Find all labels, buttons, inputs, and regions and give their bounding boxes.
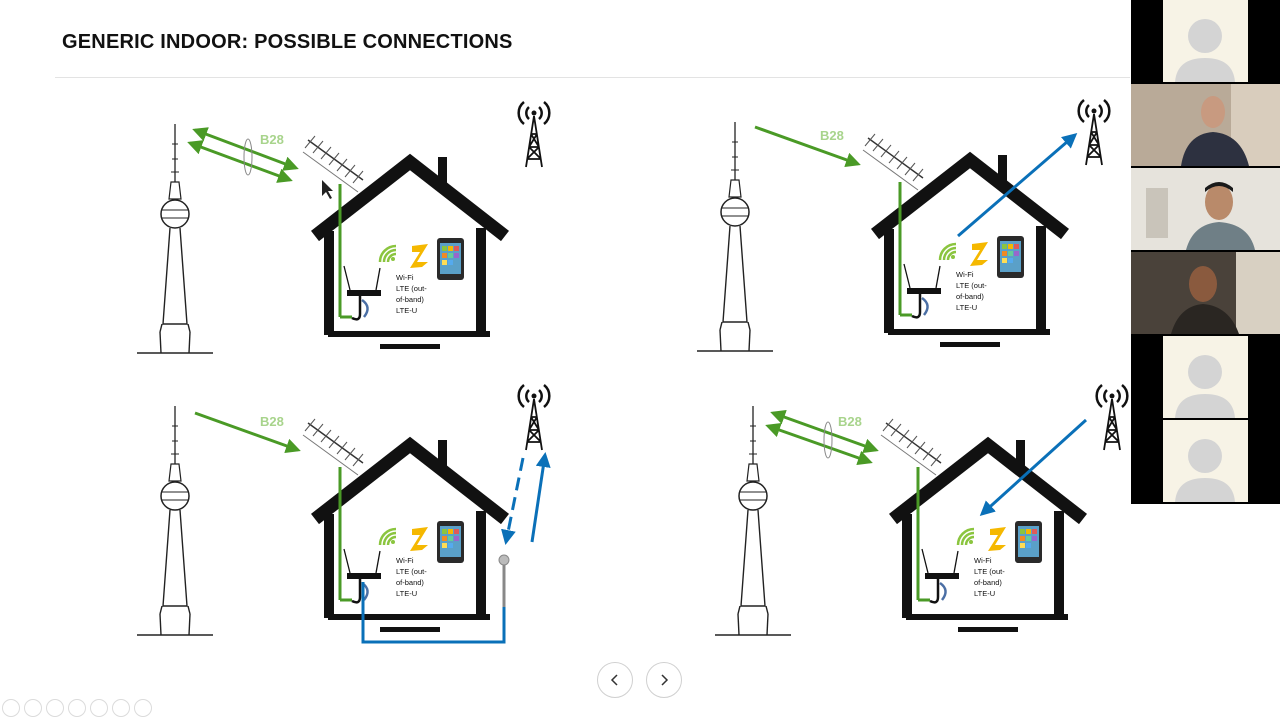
cell-tower-icon [517,100,551,169]
slide-title: GENERIC INDOOR: POSSIBLE CONNECTIONS [62,31,513,53]
band-label: B28 [260,414,284,429]
band-label: B28 [838,414,862,429]
camera-feed-image [1131,252,1280,334]
play-tool-icon[interactable] [24,699,42,717]
house-icon [303,136,505,349]
zoom-tool-icon[interactable] [90,699,108,717]
pen-tool-icon[interactable] [46,699,64,717]
chevron-right-icon [661,674,669,686]
title-divider [55,77,1130,78]
slides-tool-icon[interactable] [68,699,86,717]
camera-feed-image [1131,168,1280,250]
participant-tile[interactable] [1163,336,1248,418]
mouse-cursor-icon [322,180,333,199]
avatar-icon [1175,355,1235,418]
avatar-icon [1175,19,1235,82]
house-icon [303,419,505,632]
participant-tile[interactable] [1163,420,1248,502]
house-icon [863,134,1065,347]
prev-slide-button[interactable] [597,662,633,698]
cell-tower-icon [1077,98,1111,167]
cell-tower-icon [1095,383,1129,452]
tv-tower-icon [136,405,214,636]
scenario-1: B28 Wi-Fi LTE (out- of-band) LTE-U [136,100,551,354]
more-tool-icon[interactable] [134,699,152,717]
avatar-icon [1175,439,1235,502]
tv-tower-icon [714,405,792,636]
participant-video[interactable] [1131,252,1280,334]
camera-feed-image [1131,84,1280,166]
scenario-4: B28 Wi-Fi LTE (out- of-band) LTE-U [714,383,1129,636]
device-labels: Wi-Fi LTE (out- of-band) LTE-U [956,270,989,312]
device-labels: Wi-Fi LTE (out- of-band) LTE-U [974,556,1007,598]
tv-tower-icon [696,121,774,352]
participant-video[interactable] [1131,168,1280,250]
participants-panel [1131,0,1280,504]
band-label: B28 [820,128,844,143]
presenter-toolbar [2,699,152,717]
participant-tile[interactable] [1163,0,1248,82]
participant-video[interactable] [1131,84,1280,166]
device-labels: Wi-Fi LTE (out- of-band) LTE-U [396,556,429,598]
scenario-3: B28 Wi-Fi LTE (out- of-band) LTE-U [136,383,551,644]
cell-tower-icon [517,383,551,452]
band-label: B28 [260,132,284,147]
scenario-2: B28 Wi-Fi LTE (out- of-band) LTE-U [696,98,1111,352]
tv-tower-icon [136,123,214,354]
chevron-left-icon [610,674,618,686]
next-slide-button[interactable] [646,662,682,698]
back-tool-icon[interactable] [2,699,20,717]
device-labels: Wi-Fi LTE (out- of-band) LTE-U [396,273,429,315]
subtitles-tool-icon[interactable] [112,699,130,717]
